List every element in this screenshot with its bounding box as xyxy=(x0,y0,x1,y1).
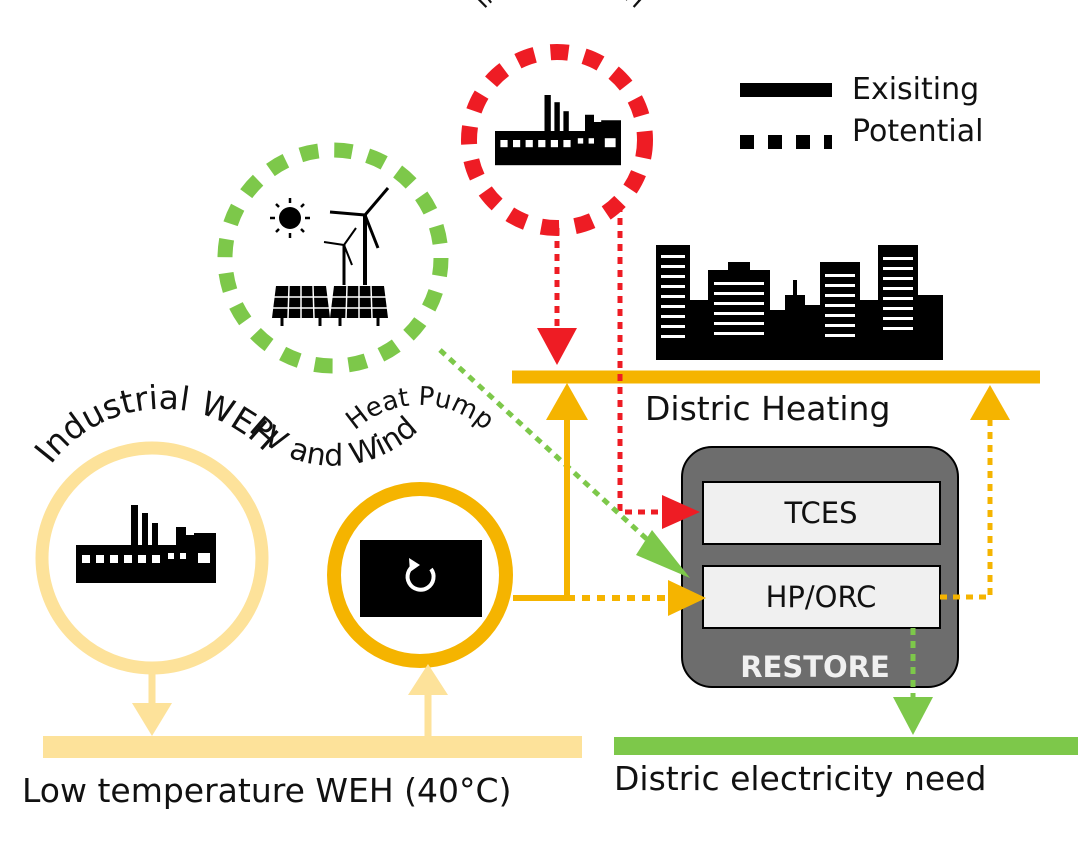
restore-label: RESTORE xyxy=(740,650,890,684)
industrial-weh-top-node: Industrial WEH xyxy=(461,0,653,236)
city-skyline-icon xyxy=(656,245,943,360)
arrowhead-heatpump-to-heating xyxy=(546,383,588,420)
low-temp-weh-label: Low temperature WEH (40°C) xyxy=(22,771,511,810)
industrial-weh-top-label: Industrial WEH xyxy=(470,0,650,14)
arrowhead-lowtemp-to-heatpump xyxy=(408,664,448,695)
solar-panel-icon xyxy=(272,285,388,326)
legend: Exisiting Potential xyxy=(740,72,983,149)
pv-wind-ring xyxy=(217,142,449,374)
wind-turbine-icon xyxy=(323,187,390,285)
heat-pump-ring xyxy=(327,482,513,668)
cycle-arrow-icon xyxy=(405,558,436,592)
sun-icon xyxy=(270,198,310,238)
arrowhead-industrial-to-tces xyxy=(662,495,700,529)
industrial-weh-left-node: Industrial WEH xyxy=(27,378,286,675)
arrowhead-hporc-to-heating xyxy=(970,385,1010,420)
arrowhead-industrial-to-heating xyxy=(537,328,577,365)
industrial-weh-left-ring xyxy=(35,441,269,675)
connector-hporc-to-heating xyxy=(940,420,993,600)
hp-orc-label: HP/ORC xyxy=(766,580,877,614)
heat-pump-label: Heat Pump xyxy=(341,382,500,436)
tces-label: TCES xyxy=(784,496,858,530)
arrowhead-pv-to-hporc xyxy=(636,530,690,578)
arrowhead-industrial-to-lowtemp xyxy=(132,703,172,736)
factory-icon xyxy=(495,95,621,166)
arrowhead-heatpump-to-hporc xyxy=(668,580,706,616)
factory-icon xyxy=(76,505,216,583)
connector-heatpump-to-heating xyxy=(513,405,570,601)
heat-pump-box xyxy=(360,540,482,617)
legend-existing-label: Exisiting xyxy=(852,72,979,107)
legend-potential-label: Potential xyxy=(852,114,983,149)
district-heating-label: Distric Heating xyxy=(645,389,890,428)
heat-pump-node: Heat Pump xyxy=(327,382,513,668)
tces-box xyxy=(702,481,941,545)
connector-pv-to-hporc xyxy=(438,348,664,555)
industrial-weh-left-label: Industrial WEH xyxy=(27,378,286,470)
restore-box: TCES HP/ORC RESTORE xyxy=(681,446,959,688)
arrowhead-hporc-to-electricity xyxy=(893,697,933,735)
electricity-need-label: Distric electricity need xyxy=(614,759,986,798)
